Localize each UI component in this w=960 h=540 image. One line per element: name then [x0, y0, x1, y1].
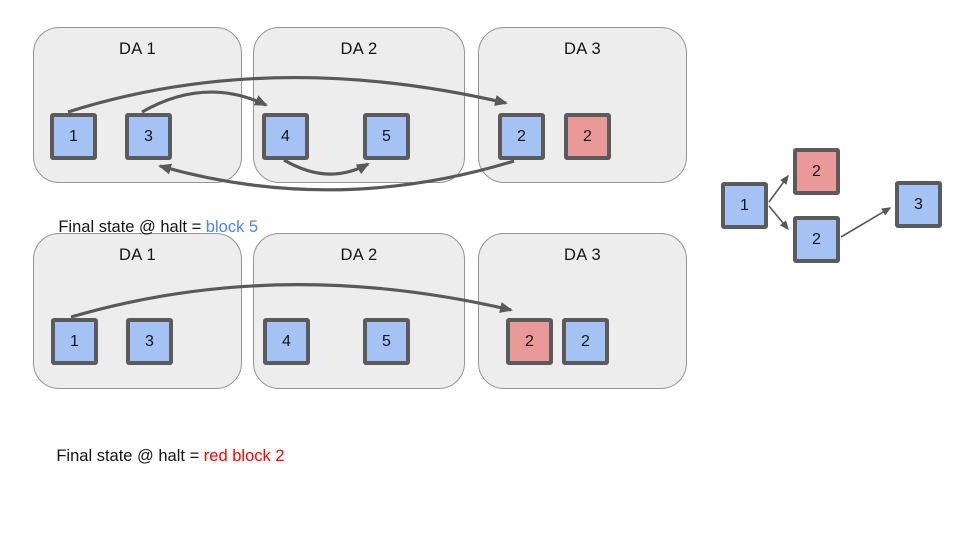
dag-edge-blue2-to-3 [840, 207, 892, 238]
s2-da3-label: DA 3 [564, 246, 601, 264]
s1-da2-label: DA 2 [340, 40, 378, 58]
dag-node-1: 1 [721, 182, 768, 229]
dag-node-2-red: 2 [793, 148, 840, 195]
s2-block-5: 5 [363, 318, 410, 365]
dag-edge-1-to-blue2 [768, 205, 789, 231]
s2-block-1: 1 [51, 318, 98, 365]
s2-da3-container: DA 3 [478, 233, 687, 389]
s2-caption-value: red block 2 [203, 447, 285, 465]
dag-node-2-blue: 2 [793, 216, 840, 263]
s2-block-4: 4 [263, 318, 310, 365]
s1-block-3: 3 [125, 113, 172, 160]
s1-caption: Final state @ halt = block 5 [40, 199, 258, 256]
s2-caption-prefix: Final state @ halt = [56, 447, 204, 465]
s1-block-2-red: 2 [564, 113, 611, 160]
s1-da3-label: DA 3 [564, 40, 601, 58]
s2-da1-label: DA 1 [119, 246, 156, 264]
s2-da1-container: DA 1 [33, 233, 242, 389]
dag-edge-1-to-red2 [768, 174, 789, 203]
s1-block-1: 1 [50, 113, 97, 160]
s1-block-4: 4 [262, 113, 309, 160]
s1-block-5: 5 [363, 113, 410, 160]
s2-block-3: 3 [126, 318, 173, 365]
s1-da1-label: DA 1 [119, 40, 156, 58]
s1-caption-value: block 5 [205, 218, 259, 236]
s2-da2-label: DA 2 [340, 246, 378, 264]
s2-caption: Final state @ halt = red block 2 [38, 428, 285, 485]
s2-block-2-blue: 2 [562, 318, 609, 365]
s2-da2-container: DA 2 [253, 233, 465, 389]
s1-block-2-blue: 2 [498, 113, 545, 160]
s1-caption-prefix: Final state @ halt = [58, 218, 206, 236]
dag-node-3: 3 [895, 181, 942, 228]
s2-block-2-red: 2 [506, 318, 553, 365]
